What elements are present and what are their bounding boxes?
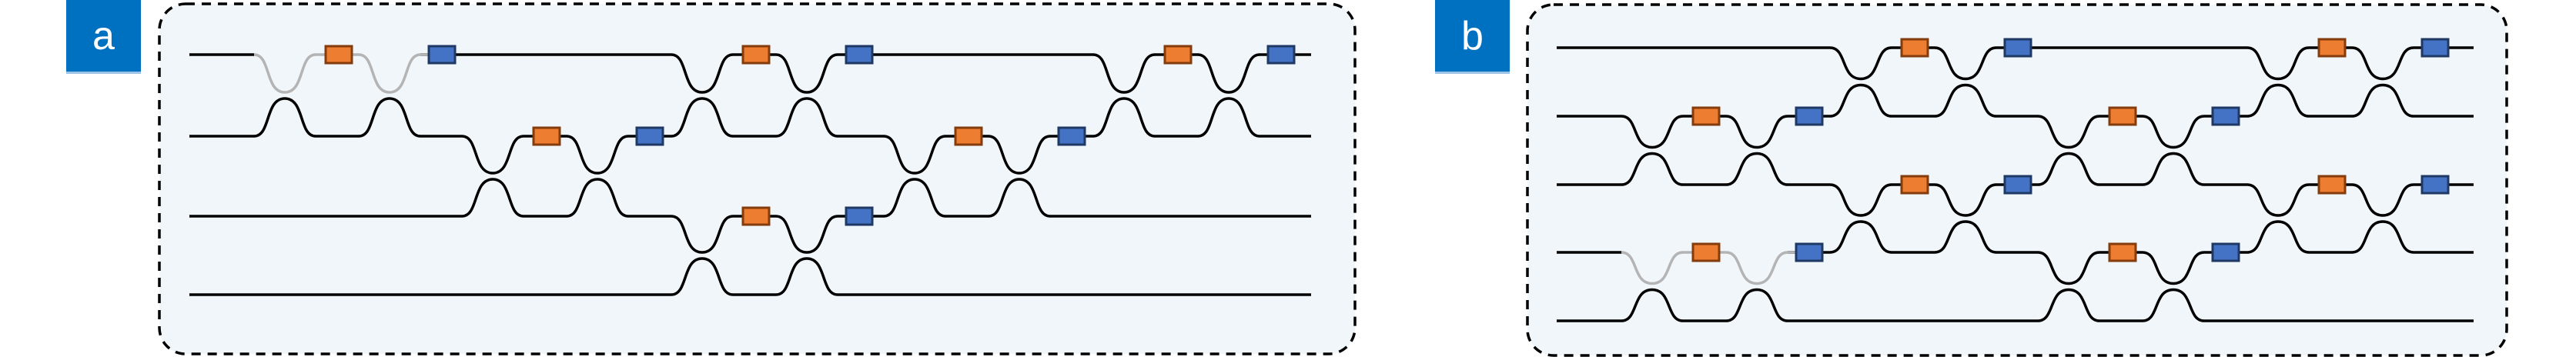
mzi-bottom-arm	[671, 97, 838, 138]
external-phase-shifter	[2420, 38, 2450, 58]
mzi-bottom-arm	[883, 178, 1051, 218]
external-phase-shifter	[1266, 45, 1296, 65]
internal-phase-shifter	[741, 206, 771, 226]
external-phase-shifter	[1057, 126, 1086, 146]
panel-b-label: b	[1435, 0, 1510, 74]
mzi-bottom-arm	[461, 178, 629, 218]
external-phase-shifter	[845, 45, 874, 65]
external-phase-shifter	[635, 126, 664, 146]
external-phase-shifter	[1795, 106, 1824, 126]
mzi-bottom-arm	[1092, 97, 1260, 138]
external-phase-shifter	[2211, 106, 2240, 126]
mzi-bottom-arm	[1621, 152, 1788, 186]
mzi-bottom-arm	[253, 97, 421, 138]
panel-a-border	[158, 2, 1357, 355]
internal-phase-shifter	[1163, 45, 1193, 65]
external-phase-shifter	[2211, 242, 2240, 262]
internal-phase-shifter	[2317, 175, 2347, 195]
internal-phase-shifter	[1900, 175, 1929, 195]
mzi-bottom-arm	[1829, 83, 1997, 118]
mzi-bottom-arm	[2037, 288, 2205, 322]
external-phase-shifter	[2003, 38, 2032, 58]
internal-phase-shifter	[532, 126, 561, 146]
internal-phase-shifter	[1691, 242, 1721, 262]
mzi-bottom-arm	[2246, 83, 2414, 118]
external-phase-shifter	[1795, 242, 1824, 262]
internal-phase-shifter	[2108, 242, 2137, 262]
mzi-bottom-arm	[2246, 220, 2414, 254]
external-phase-shifter	[427, 45, 457, 65]
internal-phase-shifter	[1900, 38, 1929, 58]
external-phase-shifter	[2420, 175, 2450, 195]
internal-phase-shifter	[2317, 38, 2347, 58]
internal-phase-shifter	[2108, 106, 2137, 126]
external-phase-shifter	[845, 206, 874, 226]
internal-phase-shifter	[1691, 106, 1721, 126]
mzi-bottom-arm	[2037, 152, 2205, 186]
mzi-bottom-arm	[1621, 288, 1788, 322]
internal-phase-shifter	[741, 45, 771, 65]
external-phase-shifter	[2003, 175, 2032, 195]
panel-a-label: a	[66, 0, 141, 74]
internal-phase-shifter	[324, 45, 353, 65]
mzi-bottom-arm	[1829, 220, 1997, 254]
mzi-bottom-arm	[671, 257, 838, 296]
internal-phase-shifter	[954, 126, 983, 146]
